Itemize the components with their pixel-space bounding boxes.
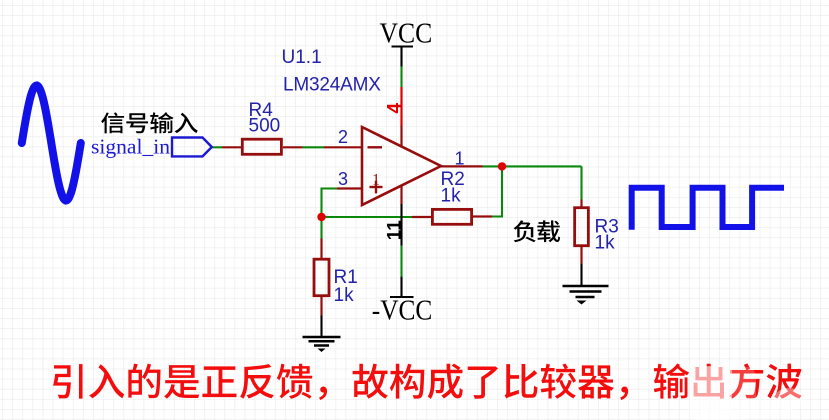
- svg-text:U1.1: U1.1: [282, 47, 322, 68]
- svg-text:R2: R2: [441, 169, 465, 190]
- svg-text:1k: 1k: [595, 233, 616, 254]
- svg-text:signal_in: signal_in: [91, 135, 171, 159]
- svg-text:4: 4: [385, 102, 406, 113]
- svg-text:2: 2: [338, 127, 348, 147]
- svg-text:1: 1: [455, 149, 465, 169]
- svg-text:11: 11: [385, 220, 406, 241]
- svg-text:-VCC: -VCC: [372, 296, 433, 327]
- svg-text:3: 3: [338, 169, 348, 189]
- svg-text:500: 500: [249, 116, 281, 137]
- svg-text:1k: 1k: [334, 285, 355, 306]
- svg-text:R4: R4: [249, 100, 274, 121]
- svg-text:R3: R3: [595, 217, 619, 238]
- svg-text:R1: R1: [334, 267, 358, 288]
- svg-text:1: 1: [372, 172, 380, 189]
- svg-text:VCC: VCC: [380, 19, 433, 50]
- svg-text:1k: 1k: [441, 186, 462, 207]
- svg-text:LM324AMX: LM324AMX: [283, 75, 381, 96]
